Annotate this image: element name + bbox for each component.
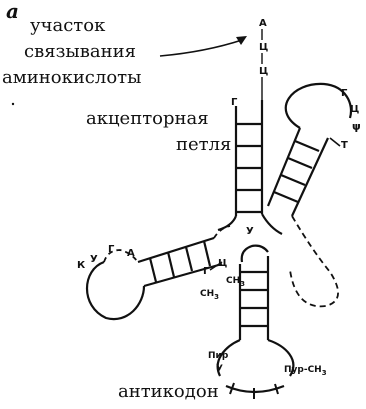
nuc-acceptor-u: У bbox=[246, 226, 254, 237]
d-loop bbox=[87, 262, 144, 319]
anticodon-label: антикодон bbox=[118, 381, 219, 402]
stray-dot bbox=[12, 103, 14, 105]
nuc-pyr-u: У bbox=[216, 364, 223, 374]
binding-site-label-line3: аминокислоты bbox=[2, 67, 141, 88]
nuc-tpsi-c: Ц bbox=[350, 104, 359, 115]
binding-site-arrow bbox=[160, 40, 242, 56]
nuc-tpsi-g: Г bbox=[341, 88, 348, 99]
d-stem bbox=[138, 238, 222, 286]
acceptor-label-line1: акцепторная bbox=[86, 108, 209, 129]
nuc-end-c1: Ц bbox=[259, 42, 268, 53]
nuc-d-u: У bbox=[90, 254, 98, 265]
acceptor-label-line2: петля bbox=[176, 134, 231, 155]
nuc-ch3-b: СН3 bbox=[200, 289, 219, 301]
nuc-end-a: А bbox=[259, 18, 267, 29]
anticodon-loop bbox=[218, 340, 294, 376]
nuc-end-c2: Ц bbox=[259, 66, 268, 77]
anticodon-stem bbox=[240, 246, 268, 340]
nuc-d-k: К bbox=[77, 260, 86, 271]
tpsic-loop-end bbox=[330, 138, 340, 146]
nuc-d-g: Г bbox=[108, 244, 115, 255]
binding-site-label-line2: связывания bbox=[24, 41, 136, 62]
tpsic-stem bbox=[268, 128, 328, 216]
nuc-d-g2: Г bbox=[203, 266, 210, 277]
variable-loop bbox=[290, 216, 338, 306]
binding-site-label-line1: участок bbox=[30, 15, 106, 36]
acceptor-stem bbox=[236, 100, 262, 216]
nuc-d-a: А bbox=[127, 248, 135, 259]
panel-letter: а bbox=[6, 0, 19, 23]
nuc-pyr: Пир bbox=[208, 351, 229, 361]
nuc-tpsi-psi: ψ bbox=[352, 120, 361, 133]
nuc-tpsi-t: Т bbox=[341, 140, 348, 151]
nuc-ch3-a: СН3 bbox=[226, 276, 245, 288]
arrow-head bbox=[236, 36, 247, 45]
